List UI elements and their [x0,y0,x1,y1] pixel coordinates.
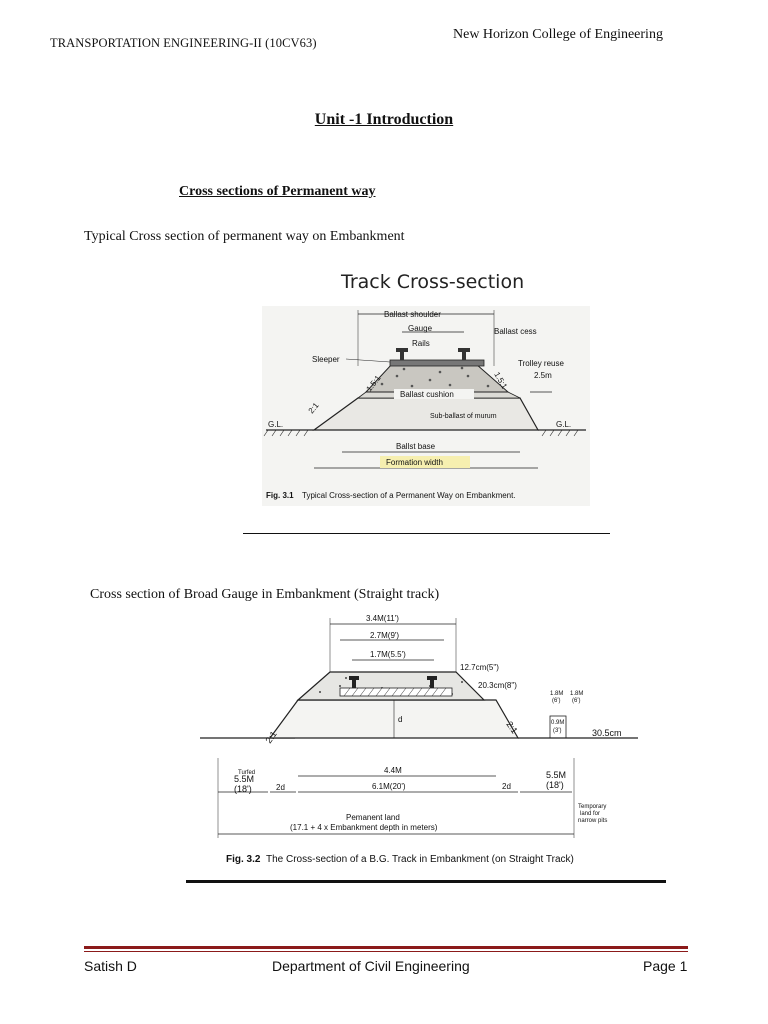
divider-line [243,533,610,534]
dim-6ft-b: (6') [572,698,580,704]
dim-12-7cm: 12.7cm(5") [460,663,499,672]
figure2-caption: The Cross-section of a B.G. Track in Emb… [266,854,574,865]
dim-1-8m-a: 1.8M [550,691,563,697]
dim-4-4m: 4.4M [384,766,402,775]
label-2d-right: 2d [502,782,511,791]
dim-0-9m: 0.9M [551,720,564,726]
label-narrow-pits: narrow pits [578,818,607,824]
dim-18ft-left: (18') [234,784,252,794]
dim-1-8m-b: 1.8M [570,691,583,697]
section-title: Cross sections of Permanent way [179,184,376,199]
label-slope-left: 2:1 [307,401,321,416]
label-turfed: Turfed [238,770,255,776]
label-ballast-cushion: Ballast cushion [400,390,454,399]
figure1-caption: Typical Cross-section of a Permanent Way… [302,491,516,500]
figure1-caption-number: Fig. 3.1 [266,491,294,500]
dim-3ft: (3') [553,728,561,734]
header-college: New Horizon College of Engineering [453,27,663,42]
figure2-divider [186,880,666,883]
label-ballast-shoulder: Ballast shoulder [384,310,441,319]
dim-3-4m: 3.4M(11') [366,614,399,623]
footer-department: Department of Civil Engineering [272,958,470,974]
dim-30-5cm: 30.5cm [592,728,622,738]
figure1-image: Ballast shoulder Gauge Rails Ballast ces… [262,306,590,506]
label-sub-ballast: Sub-ballast of murum [430,413,497,420]
dim-20-3cm: 20.3cm(8") [478,681,517,690]
figure2-caption-number: Fig. 3.2 [226,854,261,865]
label-ballast-base: Ballst base [396,442,436,451]
dim-2-7m: 2.7M(9') [370,631,399,640]
label-rails: Rails [412,339,430,348]
label-gl-left: G.L. [268,420,283,429]
paragraph-broad-gauge: Cross section of Broad Gauge in Embankme… [90,587,440,602]
footer-rule-thin [84,951,688,952]
label-trolley-refuge: Trolley reuse [518,359,564,368]
label-depth-d: d [398,715,402,724]
figure2-image: 3.4M(11') 2.7M(9') 1.7M(5.5') 12.7cm(5")… [200,608,640,870]
label-gauge: Gauge [408,324,433,333]
dim-5-5m-right: 5.5M [546,770,566,780]
label-land-for: land for [580,811,600,817]
label-ballast-cess: Ballast cess [494,327,537,336]
dim-18ft-right: (18') [546,780,564,790]
label-sleeper: Sleeper [312,355,340,364]
dim-5-5m-left: 5.5M [234,774,254,784]
label-gl-right: G.L. [556,420,571,429]
paragraph-embankment: Typical Cross section of permanent way o… [84,229,405,244]
figure1-heading: Track Cross-section [341,271,525,293]
figure1-diagram: Ballast shoulder Gauge Rails Ballast ces… [263,310,586,500]
dim-1-7m: 1.7M(5.5') [370,650,406,659]
label-temporary: Temporary [578,804,606,810]
footer-author: Satish D [84,958,137,974]
label-formation-width: Formation width [386,458,443,467]
label-permanent-land-formula: (17.1 + 4 x Embankment depth in meters) [290,823,438,832]
dim-6-1m: 6.1M(20') [372,782,406,791]
footer-rule [84,946,688,949]
dim-6ft-a: (6') [552,698,560,704]
page-title: Unit -1 Introduction [314,111,454,128]
label-2d-left: 2d [276,783,285,792]
footer-page-number: Page 1 [643,958,688,974]
label-permanent-land: Pemanent land [346,813,400,822]
figure2-diagram: 3.4M(11') 2.7M(9') 1.7M(5.5') 12.7cm(5")… [200,614,638,865]
label-trolley-width: 2.5m [534,371,552,380]
header-course: TRANSPORTATION ENGINEERING-II (10CV63) [50,36,317,50]
